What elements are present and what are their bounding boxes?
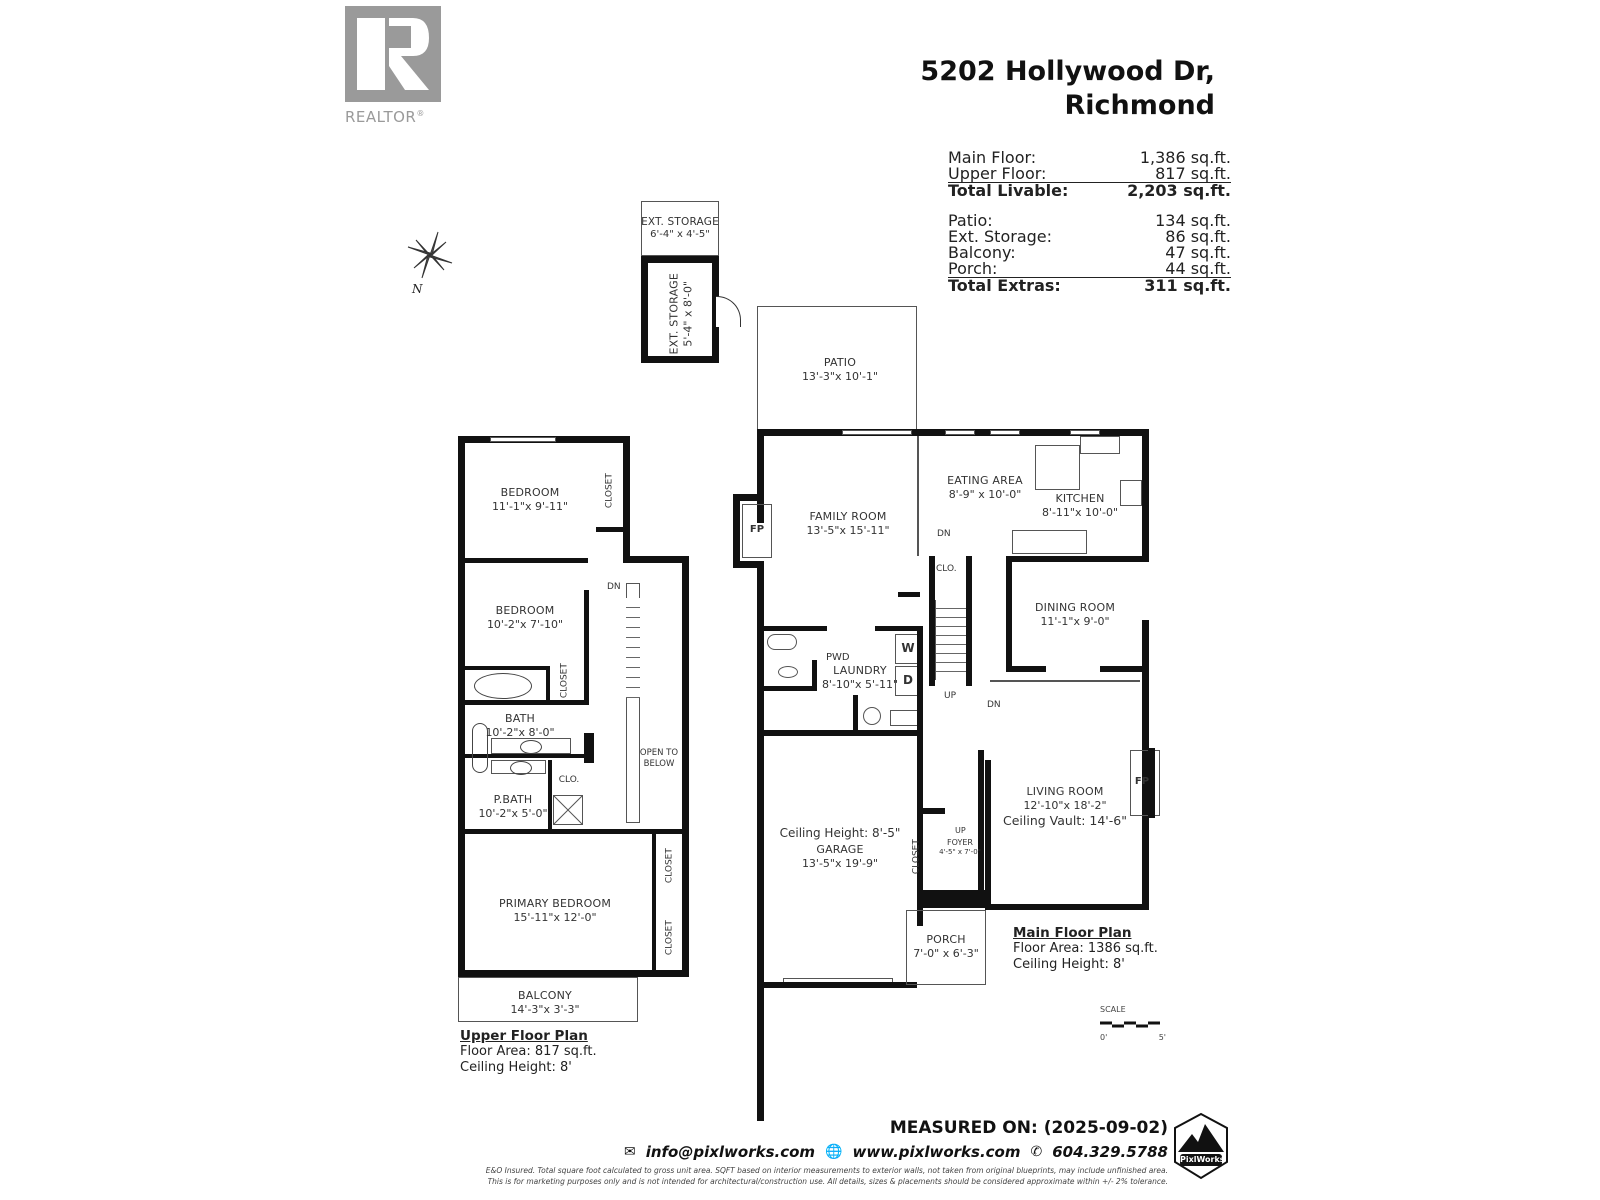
shower xyxy=(553,795,583,825)
pixlworks-logo: PixlWorks xyxy=(1172,1112,1230,1182)
room-patio: PATIO 13'-3"x 10'-1" xyxy=(801,356,879,383)
address-line-2: Richmond xyxy=(1064,90,1215,121)
disclaimer-2: This is for marketing purposes only and … xyxy=(487,1177,1168,1186)
disclaimer-1: E&O Insured. Total square foot calculate… xyxy=(485,1166,1168,1175)
sink-icon xyxy=(520,740,542,754)
stairs-down-label: DN xyxy=(607,582,621,592)
scale-bar-icon xyxy=(1100,1021,1160,1028)
closet-label: CLOSET xyxy=(664,848,675,884)
mountain-badge-icon xyxy=(1174,1112,1228,1180)
main-stairs xyxy=(935,600,967,680)
room-dining: DINING ROOM 11'-1"x 9'-0" xyxy=(1034,601,1116,628)
compass: N xyxy=(400,228,460,298)
room-bath: BATH 10'-2"x 8'-0" xyxy=(485,712,555,739)
measured-on: MEASURED ON: (2025-09-02) xyxy=(889,1118,1168,1138)
room-foyer: FOYER 4'-5" x 7'-0" xyxy=(939,838,981,856)
toilet-icon xyxy=(472,723,488,773)
room-kitchen: KITCHEN 8'-11"x 10'-0" xyxy=(1041,492,1119,519)
clo-label: CLO. xyxy=(936,564,957,574)
closet-label: CLOSET xyxy=(664,920,675,956)
sink-icon xyxy=(510,761,532,775)
realtor-logo: REALTOR® xyxy=(345,6,441,126)
room-bedroom-2: BEDROOM 10'-2"x 7'-10" xyxy=(486,604,564,631)
kitchen-sink xyxy=(1080,436,1120,454)
address-line-1: 5202 Hollywood Dr, xyxy=(920,56,1215,87)
area-row-patio: Patio:134 sq.ft. xyxy=(948,211,1231,230)
stairs-down-label: DN xyxy=(937,529,951,539)
compass-rose-icon xyxy=(407,231,453,279)
property-address: 5202 Hollywood Dr, Richmond xyxy=(920,55,1215,123)
shower-icon xyxy=(553,795,583,825)
contact-info: ✉ info@pixlworks.com 🌐 www.pixlworks.com… xyxy=(624,1143,1168,1161)
room-bedroom-1: BEDROOM 11'-1"x 9'-11" xyxy=(491,486,569,513)
kitchen-island xyxy=(1012,530,1087,554)
stairs-down-label: DN xyxy=(987,700,1001,710)
room-pbath: P.BATH 10'-2"x 5'-0" xyxy=(478,793,548,820)
room-eating-area: EATING AREA 8'-9" x 10'-0" xyxy=(947,474,1023,501)
scale-bar: SCALE 0'5' xyxy=(1100,1005,1180,1042)
balcony xyxy=(458,977,638,1022)
bathtub-icon xyxy=(474,673,532,699)
area-row-porch: Porch:44 sq.ft. xyxy=(948,259,1231,278)
upper-stairs xyxy=(626,583,640,823)
web-link[interactable]: www.pixlworks.com xyxy=(852,1143,1021,1161)
open-to-below: OPEN TO BELOW xyxy=(639,748,679,769)
realtor-r-icon xyxy=(345,6,441,102)
ext-storage-top xyxy=(641,201,719,256)
porch xyxy=(906,910,986,985)
upper-floor-caption: Upper Floor Plan Floor Area: 817 sq.ft. … xyxy=(460,1028,597,1075)
area-row-total-extras: Total Extras:311 sq.ft. xyxy=(948,276,1231,295)
realtor-text: REALTOR xyxy=(345,108,417,126)
phone-icon: ✆ xyxy=(1030,1144,1043,1160)
stove-icon xyxy=(1120,480,1142,506)
room-porch: PORCH 7'-0" x 6'-3" xyxy=(913,933,979,960)
area-row-total-livable: Total Livable:2,203 sq.ft. xyxy=(948,181,1231,200)
stairs-up-label: UP xyxy=(955,826,966,835)
closet-label: CLOSET xyxy=(559,663,570,699)
area-summary-table: Main Floor:1,386 sq.ft. Upper Floor:817 … xyxy=(948,150,1231,294)
email-link[interactable]: info@pixlworks.com xyxy=(645,1143,816,1161)
sink-icon xyxy=(778,666,798,678)
room-laundry: LAUNDRY 8'-10"x 5'-11" xyxy=(821,664,899,691)
closet-label: CLOSET xyxy=(604,473,615,509)
main-floor-caption: Main Floor Plan Floor Area: 1386 sq.ft. … xyxy=(1013,925,1158,972)
water-heater-icon xyxy=(863,707,881,725)
area-row-main: Main Floor:1,386 sq.ft. xyxy=(948,148,1231,167)
fireplace-living xyxy=(1130,750,1160,816)
closet-label: CLOSET xyxy=(911,839,922,875)
furnace-icon xyxy=(890,710,918,726)
area-row-balcony: Balcony:47 sq.ft. xyxy=(948,243,1231,262)
room-garage: Ceiling Height: 8'-5" GARAGE 13'-5"x 19'… xyxy=(779,826,901,870)
balcony-label: BALCONY 14'-3"x 3'-3" xyxy=(510,989,580,1016)
fireplace-family xyxy=(742,504,772,558)
area-row-ext-storage: Ext. Storage:86 sq.ft. xyxy=(948,227,1231,246)
pwd-label: PWD xyxy=(826,652,850,663)
ext-storage-room xyxy=(641,256,719,363)
room-primary-bedroom: PRIMARY BEDROOM 15'-11"x 12'-0" xyxy=(498,897,612,924)
ext-storage-door xyxy=(716,296,741,327)
kitchen-counter xyxy=(1035,445,1080,490)
globe-icon: 🌐 xyxy=(825,1144,843,1160)
room-family: FAMILY ROOM 13'-5"x 15'-11" xyxy=(806,510,890,537)
email-icon: ✉ xyxy=(623,1144,636,1160)
area-row-upper: Upper Floor:817 sq.ft. xyxy=(948,164,1231,183)
room-living: LIVING ROOM 12'-10"x 18'-2" Ceiling Vaul… xyxy=(1003,785,1127,828)
clo-label: CLO. xyxy=(558,775,580,785)
stairs-up-label: UP xyxy=(944,691,957,701)
phone-link[interactable]: 604.329.5788 xyxy=(1052,1143,1168,1161)
toilet-icon xyxy=(767,634,797,650)
